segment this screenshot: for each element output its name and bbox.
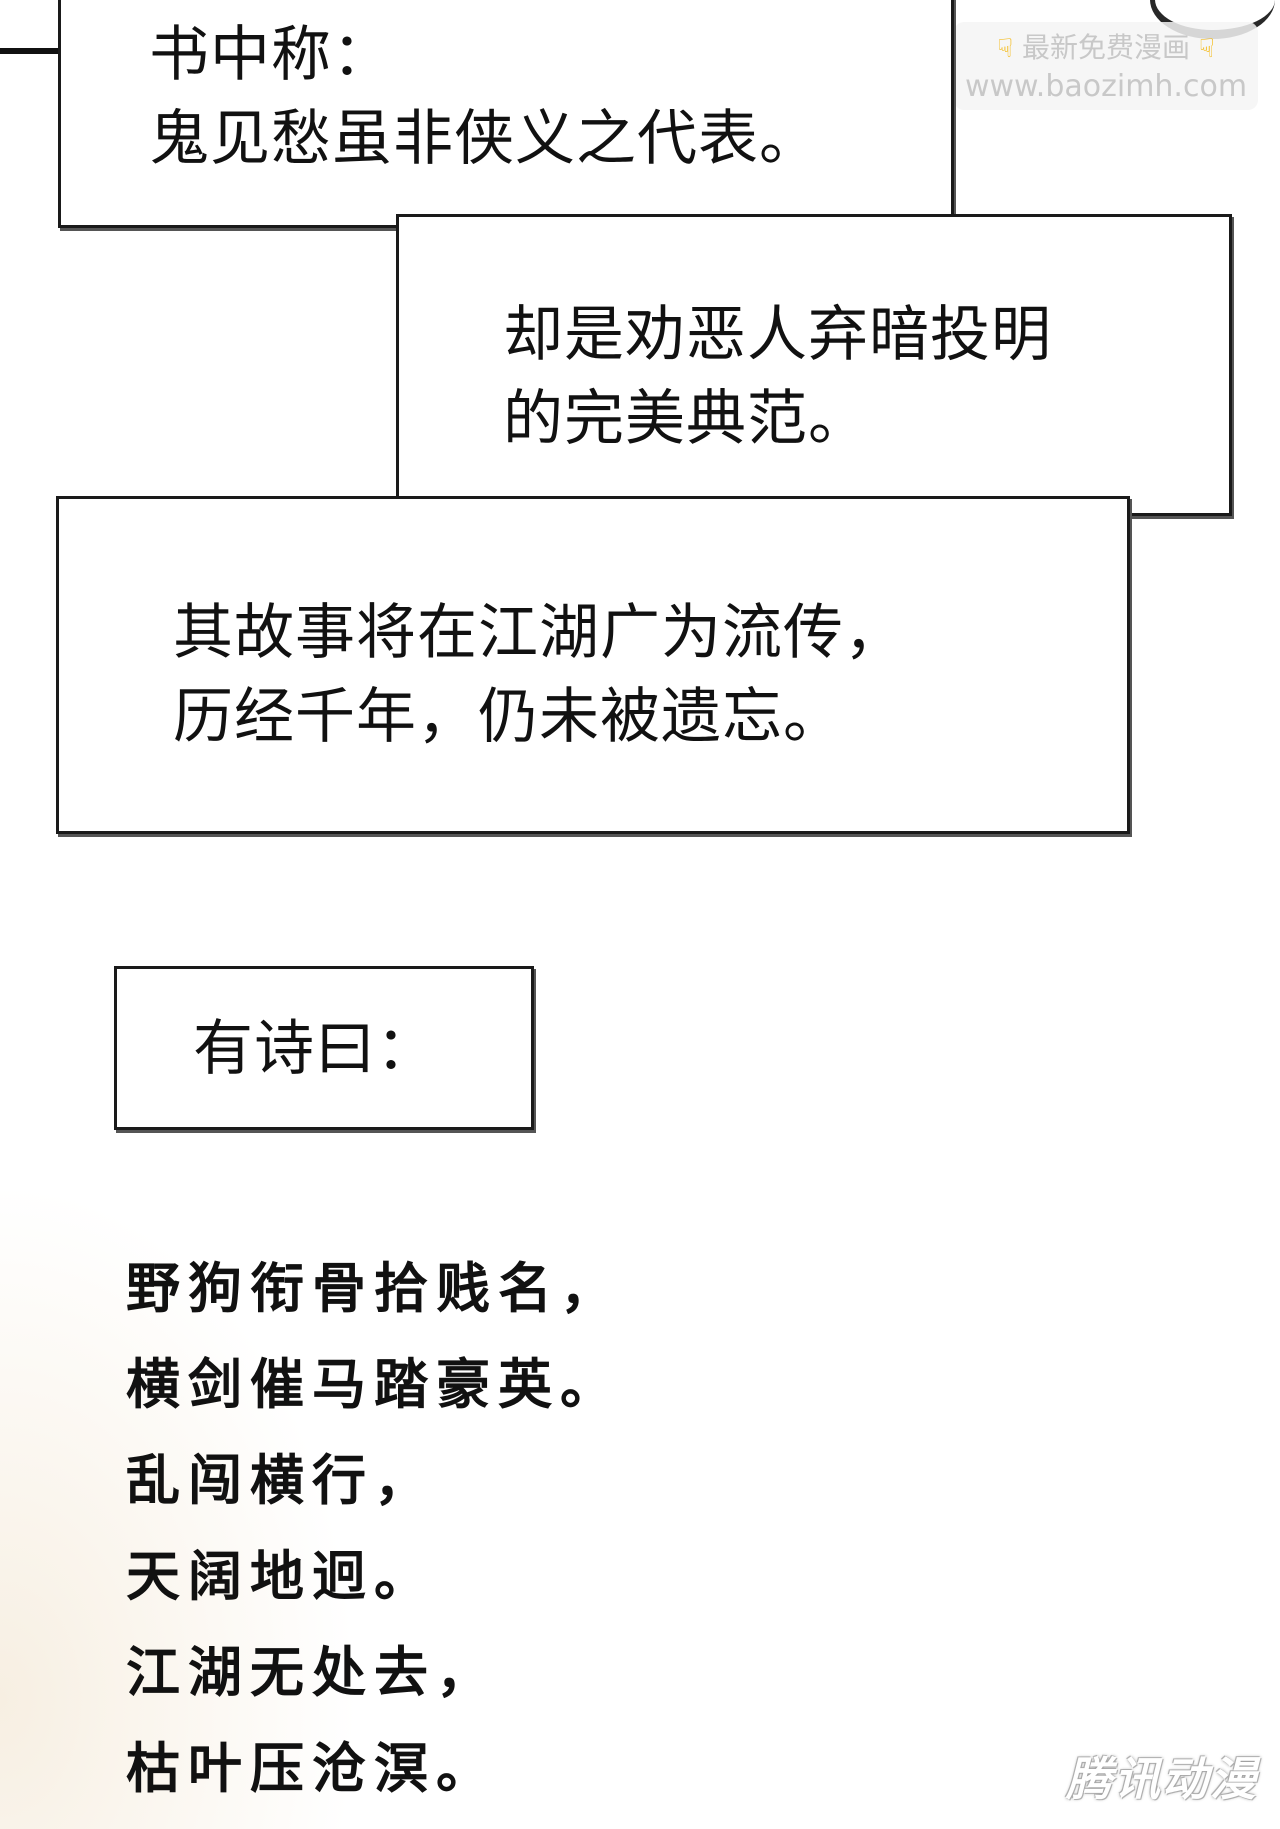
caption-line: 的完美典范。 [503, 384, 869, 454]
caption-line: 鬼见愁虽非侠义之代表。 [149, 104, 820, 174]
poem-line: 江湖无处去， [126, 1640, 498, 1704]
poem: 野狗衔骨拾贱名， 横剑催马踏豪英。 乱闯横行， 天阔地迥。 江湖无处去， 枯叶压… [126, 1240, 622, 1816]
background-glow [0, 1180, 360, 1829]
ink-stroke [0, 48, 70, 54]
watermark-text: 最新免费漫画 [1021, 31, 1190, 64]
caption-line: 历经千年，仍未被遗忘。 [173, 682, 844, 752]
caption-panel: 有诗曰： [114, 966, 534, 1130]
caption-line: 其故事将在江湖广为流传， [173, 598, 905, 668]
caption-line: 书中称： [149, 20, 393, 90]
caption-line: 却是劝恶人弃暗投明 [503, 300, 1052, 370]
poem-line: 天阔地迥。 [126, 1544, 436, 1608]
poem-line: 野狗衔骨拾贱名， [126, 1256, 622, 1320]
watermark-url: www.baozimh.com [964, 69, 1248, 104]
caption-panel: 其故事将在江湖广为流传， 历经千年，仍未被遗忘。 [56, 496, 1130, 834]
caption-panel: 却是劝恶人弃暗投明 的完美典范。 [396, 214, 1232, 516]
poem-line: 乱闯横行， [126, 1448, 436, 1512]
watermark: ☟ 最新免费漫画 ☟ www.baozimh.com [954, 22, 1258, 110]
pointing-down-hand-icon: ☟ [1198, 34, 1215, 64]
publisher-logo: 腾讯动漫 [1066, 1752, 1258, 1806]
pointing-down-hand-icon: ☟ [997, 34, 1014, 64]
caption-panel: 书中称： 鬼见愁虽非侠义之代表。 [58, 0, 954, 228]
poem-line: 枯叶压沧溟。 [126, 1736, 498, 1800]
caption-line: 有诗曰： [193, 1014, 437, 1084]
poem-line: 横剑催马踏豪英。 [126, 1352, 622, 1416]
